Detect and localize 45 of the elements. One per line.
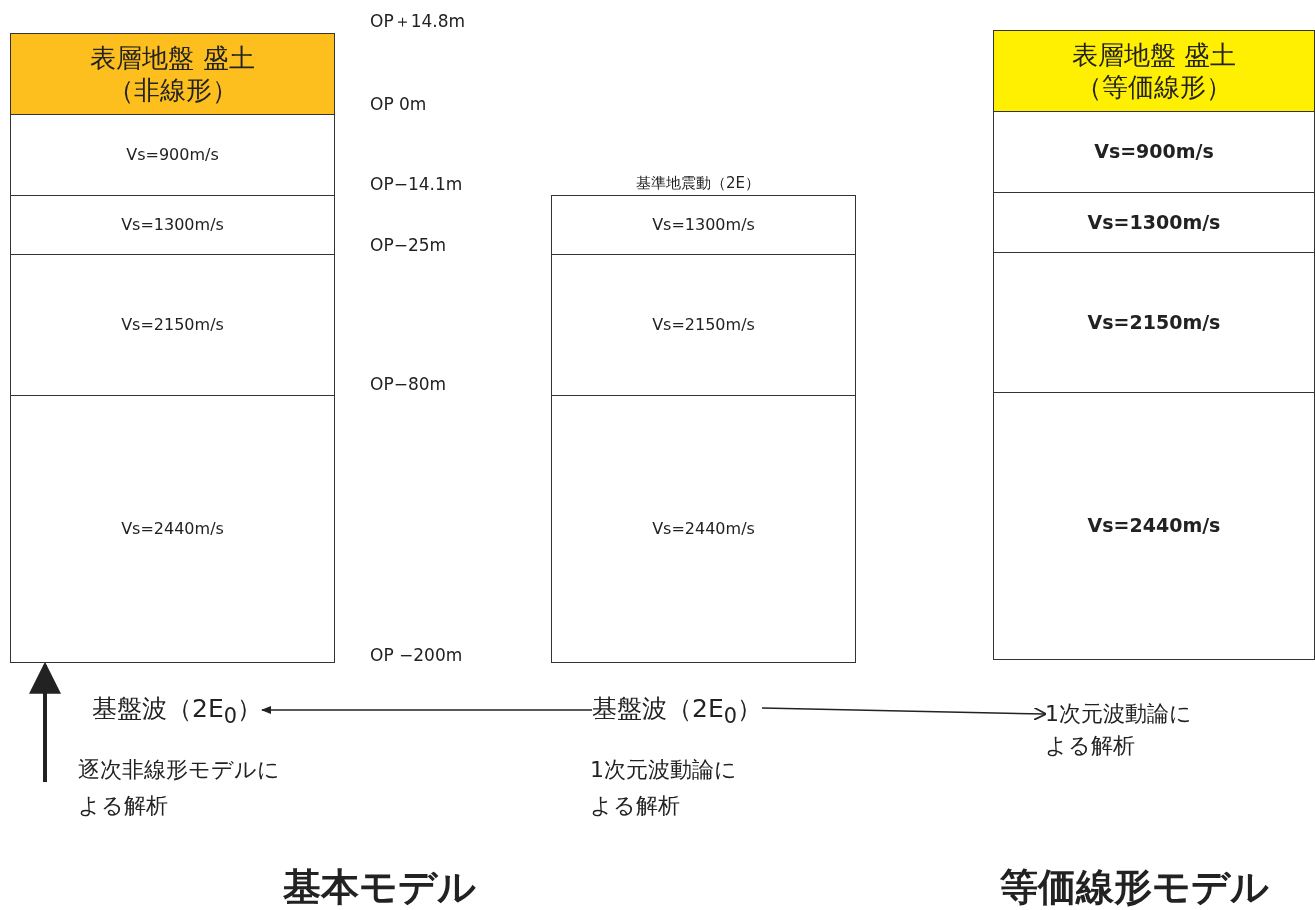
layer-label: Vs=2440m/s [1087,514,1221,538]
rock-layer [993,392,1315,660]
layer-label: （非線形） [107,74,238,107]
model-title: 等価線形モデル [1000,864,1269,910]
rock-layer [10,195,335,255]
layer-label: 表層地盤 盛土 [90,41,255,74]
layer-label: 表層地盤 盛土 [1071,38,1237,71]
elevation-label: OP 0m [370,94,427,114]
arrow [29,661,61,782]
rock-layer [551,395,856,663]
layer-label: （等価線形） [1076,71,1232,104]
arrow [761,706,1048,721]
rock-layer [551,254,856,396]
layer-label: Vs=2440m/s [121,519,224,539]
base-wave-label: 基盤波（2E$_{0}$） [592,692,762,728]
rock-layer [993,192,1315,253]
layer-label: Vs=2150m/s [652,315,755,335]
title-text: 基準地震動（2E） [636,173,762,194]
rock-layer [993,111,1315,193]
base-wave-label: 基盤波（2E$_{0}$） [92,692,262,728]
elevation-label: OP−25m [370,235,447,255]
layer-label: Vs=2440m/s [652,519,755,539]
analysis-note: 1次元波動論による解析 [1045,698,1195,762]
soil-layer-header [10,33,335,115]
layer-label: Vs=2150m/s [1087,310,1221,335]
layer-label: Vs=900m/s [1094,140,1214,164]
arrow [260,706,593,714]
analysis-note: 逐次非線形モデルによる解析 [78,756,281,820]
model-title: 基本モデル [283,864,476,910]
layer-label: Vs=1300m/s [1087,210,1221,235]
rock-layer [993,252,1315,393]
rock-layer [10,254,335,396]
layer-label: Vs=2150m/s [121,315,224,335]
layer-label: Vs=1300m/s [652,215,755,235]
elevation-label: OP＋14.8m [370,10,466,33]
elevation-label: OP −200m [370,645,463,665]
elevation-label: OP−14.1m [370,174,463,194]
layer-label: Vs=900m/s [126,145,219,165]
analysis-note: 1次元波動論による解析 [590,756,738,820]
soil-layer-header [993,30,1315,112]
rock-layer [10,114,335,196]
rock-layer [551,195,856,255]
rock-layer [10,395,335,663]
elevation-label: OP−80m [370,374,447,394]
layer-label: Vs=1300m/s [121,215,224,235]
